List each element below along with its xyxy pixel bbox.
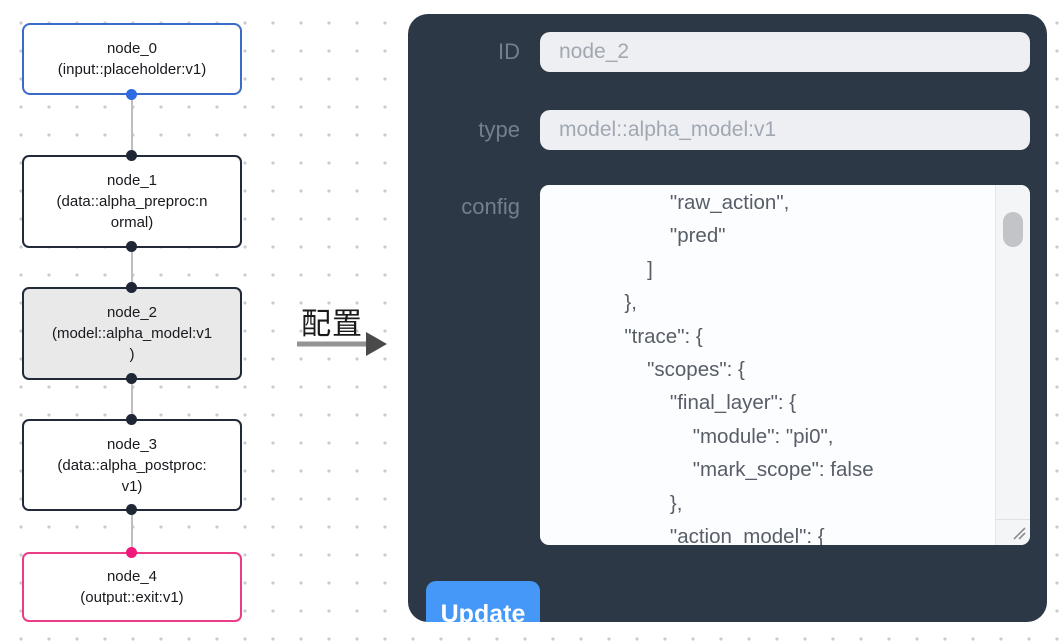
flow-node-node_1[interactable]: node_1 (data::alpha_preproc:n ormal) <box>22 155 242 248</box>
node-type-label: (output::exit:v1) <box>80 589 184 606</box>
node_2-input-port[interactable] <box>126 282 137 293</box>
right-arrow-icon <box>297 332 387 356</box>
node-title: node_1 <box>106 172 158 189</box>
node-title: node_3 <box>106 435 158 453</box>
node_2-output-port[interactable] <box>126 373 137 384</box>
type-input[interactable] <box>540 110 1030 150</box>
node_4-input-port[interactable] <box>126 547 137 558</box>
id-input[interactable] <box>540 32 1030 72</box>
node_1-input-port[interactable] <box>126 150 137 161</box>
config-scrollbar-thumb[interactable] <box>1003 212 1023 247</box>
node-type-label: (input::placeholder:v1) <box>57 61 207 78</box>
type-field-label: type <box>478 117 520 142</box>
edge-node0-node1 <box>131 94 133 156</box>
node_3-output-port[interactable] <box>126 504 137 515</box>
config-textarea[interactable]: "raw_action", "pred" ] }, "trace": { "sc… <box>540 185 1030 545</box>
update-button[interactable]: Update <box>426 581 540 622</box>
config-scrollbar-track[interactable] <box>995 185 1030 545</box>
node-type-label: (data::alpha_preproc:n ormal) <box>56 193 208 231</box>
config-annotation-label: 配置 <box>301 308 363 341</box>
node-config-panel: ID type config "raw_action", "pred" ] },… <box>408 14 1047 622</box>
node-title: node_2 <box>106 304 158 321</box>
flow-node-node_2-selected[interactable]: node_2 (model::alpha_model:v1 ) <box>22 287 242 380</box>
flow-node-node_3[interactable]: node_3 (data::alpha_postproc: v1) <box>22 419 242 511</box>
node-type-label: (data::alpha_postproc: v1) <box>57 456 207 495</box>
scrollbar-corner-divider <box>995 519 1030 520</box>
node_3-input-port[interactable] <box>126 414 137 425</box>
config-json-text: "raw_action", "pred" ] }, "trace": { "sc… <box>624 191 874 545</box>
edge-node3-node4 <box>131 510 133 553</box>
resize-grip-icon[interactable] <box>1010 524 1027 541</box>
edge-node1-node2 <box>131 247 133 288</box>
flow-node-node_0[interactable]: node_0 (input::placeholder:v1) <box>22 23 242 95</box>
node-type-label: (model::alpha_model:v1 ) <box>51 325 213 363</box>
node_1-output-port[interactable] <box>126 241 137 252</box>
flow-node-node_4[interactable]: node_4 (output::exit:v1) <box>22 552 242 622</box>
edge-node2-node3 <box>131 379 133 420</box>
node_0-output-port[interactable] <box>126 89 137 100</box>
node-title: node_4 <box>106 568 158 585</box>
config-field-label: config <box>461 194 520 219</box>
id-field-label: ID <box>498 39 520 64</box>
node-title: node_0 <box>106 40 158 57</box>
